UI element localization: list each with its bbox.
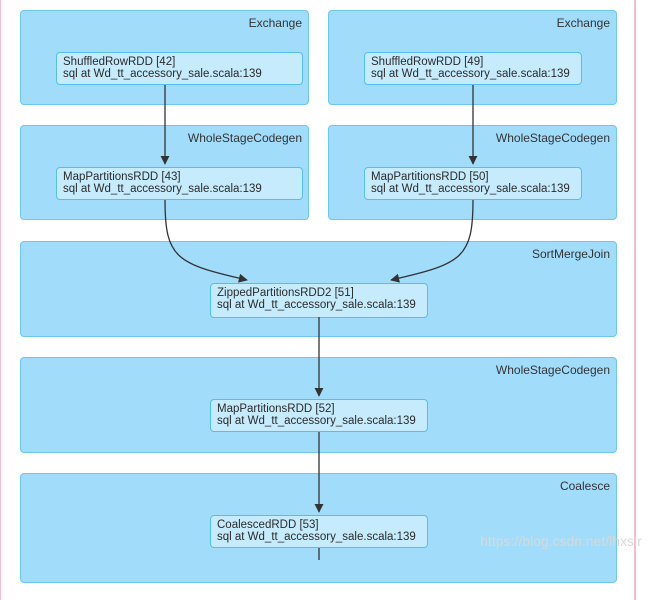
- rdd-callsite: sql at Wd_tt_accessory_sale.scala:139: [371, 68, 570, 80]
- rdd-node-mappartitions-43[interactable]: MapPartitionsRDD [43] sql at Wd_tt_acces…: [56, 167, 303, 200]
- stage-title: Exchange: [556, 16, 610, 30]
- rdd-name: ZippedPartitionsRDD2 [51]: [217, 287, 354, 299]
- rdd-node-zippedpartitions-51[interactable]: ZippedPartitionsRDD2 [51] sql at Wd_tt_a…: [210, 283, 428, 318]
- stage-title: SortMergeJoin: [531, 247, 610, 261]
- rdd-callsite: sql at Wd_tt_accessory_sale.scala:139: [217, 415, 416, 427]
- stage-title: Coalesce: [559, 479, 610, 493]
- dag-edges: [160, 85, 478, 560]
- rdd-node-shuffled-42[interactable]: ShuffledRowRDD [42] sql at Wd_tt_accesso…: [56, 52, 303, 85]
- rdd-name: MapPartitionsRDD [50]: [371, 171, 489, 183]
- rdd-callsite: sql at Wd_tt_accessory_sale.scala:139: [217, 531, 416, 543]
- rdd-node-shuffled-49[interactable]: ShuffledRowRDD [49] sql at Wd_tt_accesso…: [364, 52, 582, 85]
- stage-title: WholeStageCodegen: [495, 131, 610, 145]
- rdd-callsite: sql at Wd_tt_accessory_sale.scala:139: [217, 299, 416, 311]
- dag-container: [0, 0, 636, 600]
- rdd-node-coalesced-53[interactable]: CoalescedRDD [53] sql at Wd_tt_accessory…: [210, 515, 428, 548]
- rdd-callsite: sql at Wd_tt_accessory_sale.scala:139: [63, 68, 262, 80]
- rdd-callsite: sql at Wd_tt_accessory_sale.scala:139: [63, 183, 262, 195]
- rdd-name: ShuffledRowRDD [49]: [371, 56, 484, 68]
- edge-43-to-51: [164, 199, 248, 283]
- rdd-node-mappartitions-50[interactable]: MapPartitionsRDD [50] sql at Wd_tt_acces…: [364, 167, 582, 200]
- rdd-name: ShuffledRowRDD [42]: [63, 56, 176, 68]
- rdd-callsite: sql at Wd_tt_accessory_sale.scala:139: [371, 183, 570, 195]
- stage-title: WholeStageCodegen: [495, 363, 610, 377]
- rdd-name: MapPartitionsRDD [52]: [217, 403, 335, 415]
- edge-50-to-51: [390, 199, 474, 283]
- rdd-name: MapPartitionsRDD [43]: [63, 171, 181, 183]
- stage-title: Exchange: [248, 16, 302, 30]
- stage-wholestagecodegen-left: WholeStageCodegen MapPartitionsRDD [43] …: [20, 125, 309, 220]
- rdd-name: CoalescedRDD [53]: [217, 519, 319, 531]
- stage-title: WholeStageCodegen: [187, 131, 302, 145]
- watermark: https://blog.csdn.net/lhxsir: [480, 534, 642, 549]
- rdd-node-mappartitions-52[interactable]: MapPartitionsRDD [52] sql at Wd_tt_acces…: [210, 399, 428, 432]
